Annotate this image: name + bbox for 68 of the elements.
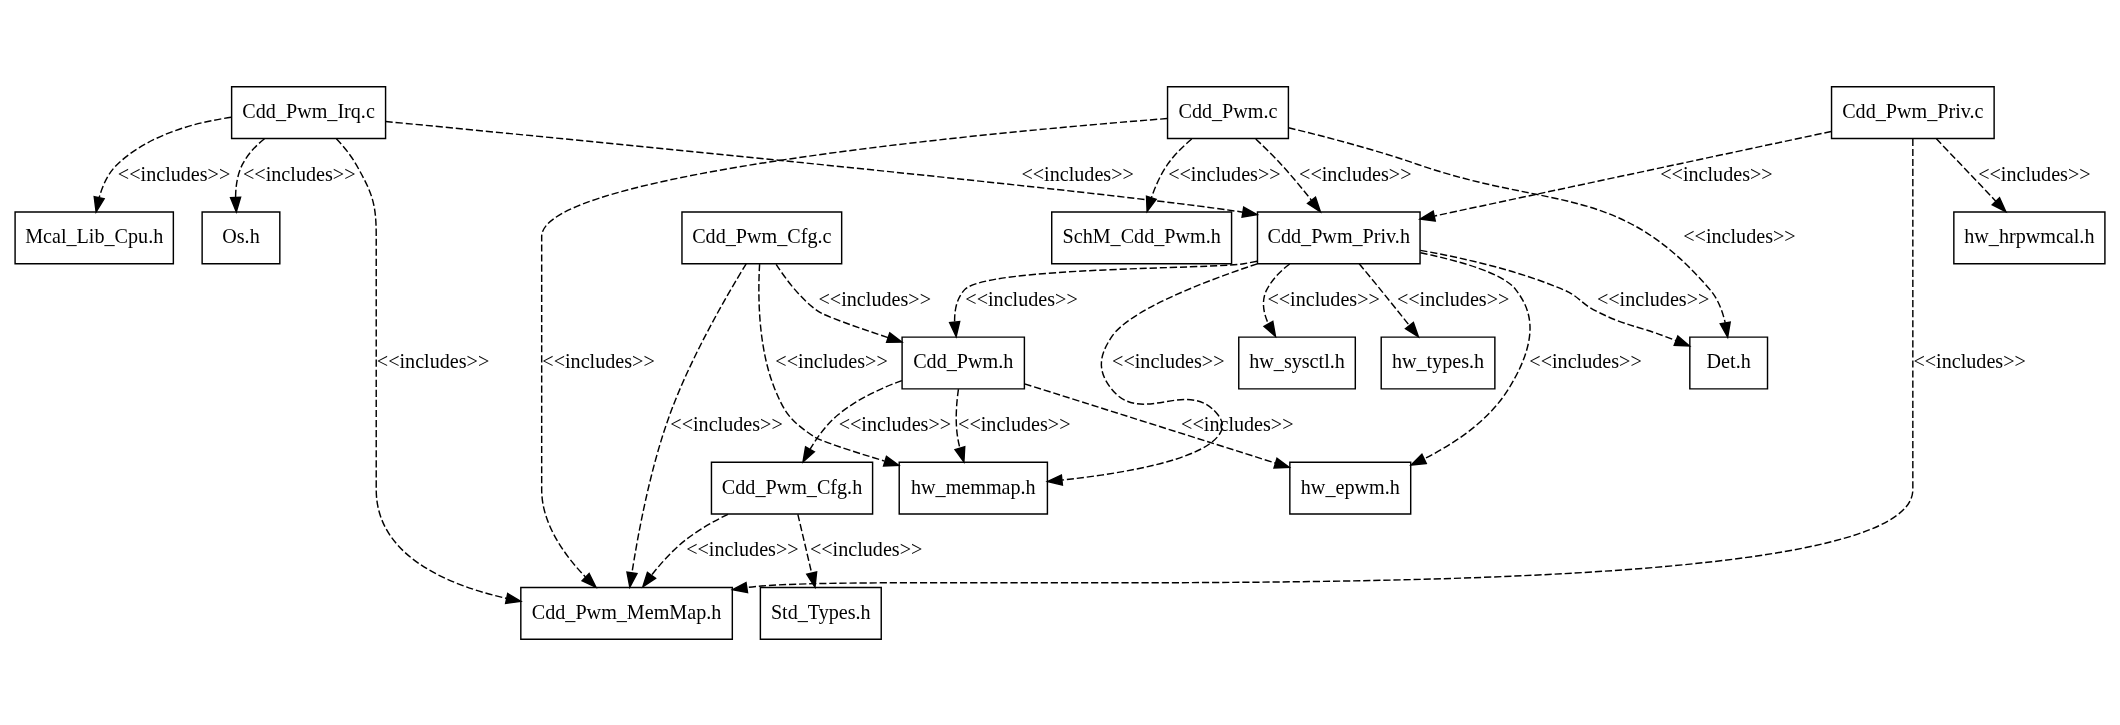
edge-label: <<includes>> (542, 349, 655, 372)
node-box: hw_memmap.h (898, 461, 1049, 515)
node-box: Os.h (201, 210, 281, 264)
arrow (335, 137, 523, 604)
edge-label: <<includes>> (670, 412, 783, 435)
node-box: Cdd_Pwm_Priv.c (1830, 85, 1995, 139)
edge-label: <<includes>> (818, 287, 931, 310)
arrow (1419, 249, 1692, 347)
arrow (1255, 137, 1322, 213)
arrow (1418, 130, 1832, 222)
arrow (1287, 126, 1732, 339)
arrow (1023, 382, 1292, 469)
edge-label: <<includes>> (243, 162, 356, 185)
edge-label: <<includes>> (1913, 349, 2026, 372)
node-box: hw_sysctl.h (1238, 335, 1357, 390)
arrow (801, 379, 903, 464)
node-box: Cdd_Pwm_Priv.h (1256, 210, 1421, 264)
arrow (540, 117, 1168, 589)
arrow (730, 137, 1914, 593)
node-box: Cdd_Pwm_Cfg.h (710, 461, 874, 515)
node-box: Cdd_Pwm_Irq.c (230, 85, 387, 139)
edge-label: <<includes>> (1168, 162, 1281, 185)
edge-label: <<includes>> (1529, 349, 1642, 372)
arrow (641, 513, 729, 589)
node-box: Cdd_Pwm_MemMap.h (520, 586, 734, 640)
edge-label: <<includes>> (1596, 287, 1710, 310)
arrow (1358, 262, 1420, 339)
edge-label: <<includes>> (958, 412, 1071, 435)
arrow (93, 116, 232, 214)
arrow (758, 262, 901, 467)
arrow (775, 263, 904, 343)
arrow (953, 387, 966, 464)
arrow (1045, 262, 1258, 486)
arrow (1409, 251, 1531, 466)
edge-label: <<includes>> (1112, 349, 1225, 372)
edge-label: <<includes>> (1021, 162, 1134, 185)
node-box: hw_epwm.h (1289, 461, 1412, 515)
arrow (1262, 262, 1291, 338)
edge-label: <<includes>> (1978, 162, 2091, 185)
edge-label: <<includes>> (1299, 162, 1412, 185)
arrow (948, 259, 1258, 339)
node-box: Cdd_Pwm.c (1166, 85, 1290, 139)
node-box: Std_Types.h (759, 586, 882, 640)
edge-label: <<includes>> (809, 537, 923, 560)
edge-label: <<includes>> (838, 412, 952, 435)
edge-label: <<includes>> (775, 349, 888, 372)
node-box: Cdd_Pwm.h (901, 335, 1026, 390)
arrow (1935, 137, 2008, 213)
arrow (797, 513, 818, 589)
edge-label: <<includes>> (965, 287, 1078, 310)
node-box: Cdd_Pwm_Cfg.c (681, 210, 843, 264)
arrow (626, 262, 747, 589)
edge-label: <<includes>> (1396, 287, 1510, 310)
edge-label: <<includes>> (1660, 162, 1773, 185)
node-box: Det.h (1689, 335, 1769, 390)
edge-label: <<includes>> (117, 162, 231, 185)
edge-label: <<includes>> (1683, 224, 1796, 247)
arrow (229, 137, 266, 214)
node-box: hw_types.h (1380, 335, 1496, 390)
node-box: Mcal_Lib_Cpu.h (14, 210, 175, 264)
edge-label: <<includes>> (1267, 287, 1380, 310)
arrow (1145, 137, 1193, 214)
edge-label: <<includes>> (1181, 412, 1294, 435)
arrow (385, 120, 1260, 218)
node-box: hw_hrpwmcal.h (1953, 210, 2106, 264)
edge-label: <<includes>> (376, 349, 490, 372)
node-box: SchM_Cdd_Pwm.h (1051, 210, 1233, 264)
edge-label: <<includes>> (686, 537, 799, 560)
